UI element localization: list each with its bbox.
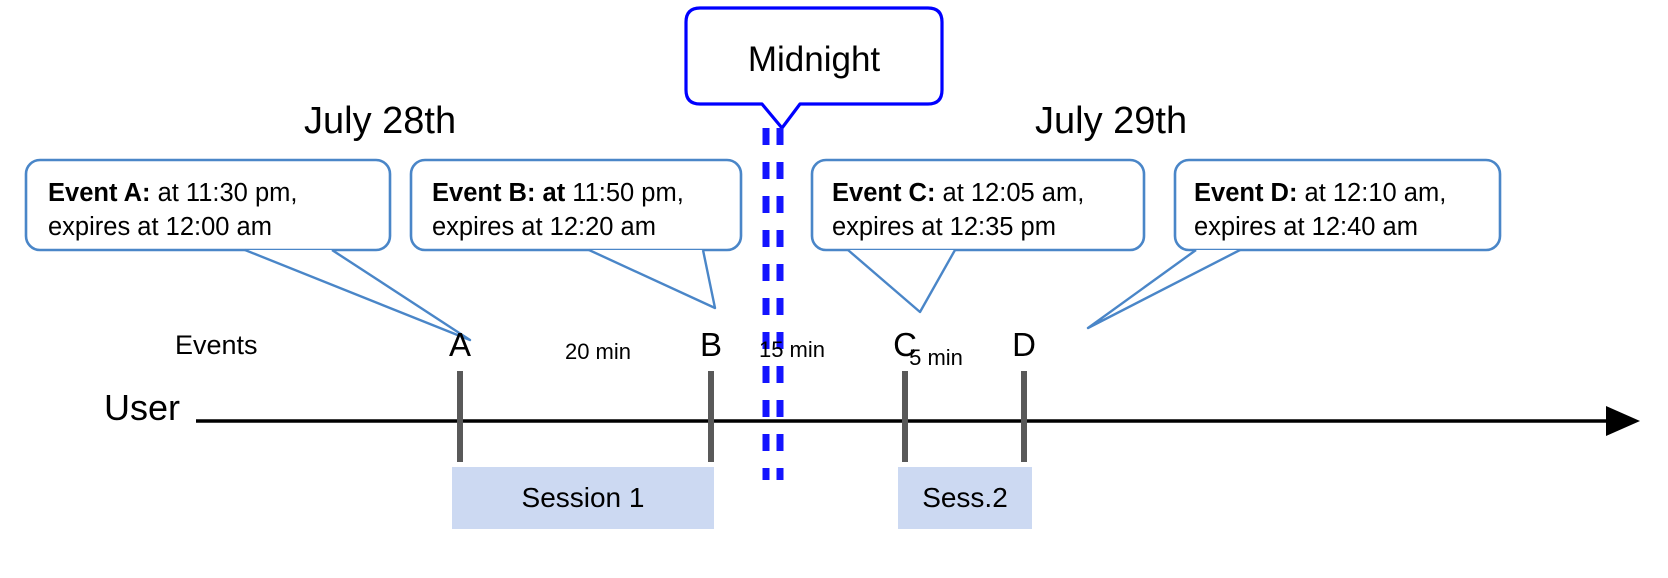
callout-d-text: Event D: at 12:10 am, expires at 12:40 a… — [1194, 176, 1446, 244]
callout-b-leader — [588, 248, 717, 310]
callout-c-line1: Event C: at 12:05 am, — [832, 176, 1084, 210]
callout-d-line2: expires at 12:40 am — [1194, 213, 1418, 241]
callout-d-rest: at 12:10 am, — [1297, 179, 1447, 207]
callout-d-leader — [1086, 248, 1241, 330]
callout-b-bold: Event B: at — [432, 179, 566, 207]
gap-label-bc: 15 min — [758, 337, 826, 362]
session-2-label: Sess.2 — [922, 482, 1008, 513]
timeline-arrowhead — [1606, 406, 1640, 436]
tick-label-b: B — [699, 326, 722, 363]
callout-a-line1: Event A: at 11:30 pm, — [48, 176, 297, 210]
timeline-axis — [196, 406, 1640, 436]
callout-a-line2: expires at 12:00 am — [48, 213, 272, 241]
callout-a-rest: at 11:30 pm, — [150, 179, 298, 207]
callout-c-rest: at 12:05 am, — [935, 179, 1085, 207]
gap-label-ab: 20 min — [564, 339, 632, 364]
tick-label-c: C — [893, 326, 917, 363]
callout-b-rest: 11:50 pm, — [565, 179, 684, 207]
row-label-events: Events — [175, 330, 258, 360]
timeline-ticks — [457, 371, 1027, 462]
callout-d-line1: Event D: at 12:10 am, — [1194, 176, 1446, 210]
session-box-1: Session 1 — [452, 467, 714, 529]
day-label-july-28: July 28th — [304, 100, 457, 142]
callout-b-line2: expires at 12:20 am — [432, 213, 656, 241]
callout-c-bold: Event C: — [832, 179, 936, 207]
callout-a-text: Event A: at 11:30 pm, expires at 12:00 a… — [48, 176, 297, 244]
callout-c-leader — [847, 249, 957, 314]
session-1-label: Session 1 — [521, 482, 645, 513]
tick-label-a: A — [448, 326, 471, 363]
midnight-divider — [762, 128, 784, 480]
callout-a-bold: Event A: — [48, 179, 151, 207]
callout-c-line2: expires at 12:35 pm — [832, 213, 1056, 241]
session-box-2: Sess.2 — [898, 467, 1032, 529]
row-label-user: User — [104, 387, 181, 428]
callout-d-bold: Event D: — [1194, 179, 1298, 207]
day-label-july-29: July 29th — [1035, 100, 1188, 142]
callout-c-text: Event C: at 12:05 am, expires at 12:35 p… — [832, 176, 1084, 244]
midnight-label: Midnight — [747, 40, 881, 79]
callout-b-text: Event B: at 11:50 pm, expires at 12:20 a… — [432, 176, 684, 244]
gap-label-cd: 5 min — [909, 345, 963, 370]
callout-b-line1: Event B: at 11:50 pm, — [432, 176, 684, 210]
tick-label-d: D — [1012, 326, 1036, 363]
